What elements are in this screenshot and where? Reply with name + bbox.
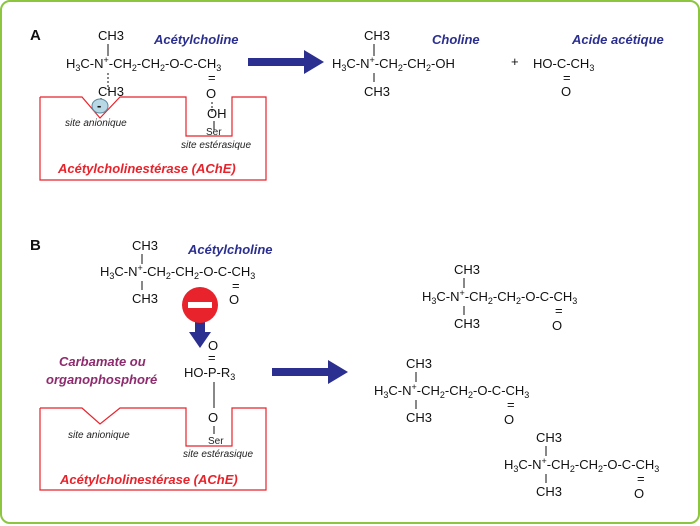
panel-label-b: B: [30, 237, 41, 254]
acide-acetique-title: Acide acétique: [571, 32, 664, 47]
inhibit-arrow-shaft: [195, 314, 205, 334]
choline-ch3-bottom: CH3: [364, 84, 390, 99]
ache-enzyme-outline-b: [39, 407, 267, 491]
ach-b-ch3-bottom: CH3: [132, 291, 158, 306]
anionic-site-charge: [91, 98, 109, 114]
ach-a-carbonyl-bond: =: [208, 70, 216, 85]
ach-b-formula: H3C-N+-CH2-CH2-O-C-CH3: [100, 263, 255, 281]
ach-b-ch3-top: CH3: [132, 238, 158, 253]
ach-a-ch3-bottom: CH3: [98, 84, 124, 99]
inhibit-arrow-head: [189, 332, 211, 348]
accum-2-carbonyl-bond: =: [507, 397, 515, 412]
accum-3-carbonyl-o: O: [634, 486, 644, 501]
accum-2-ch3-top: CH3: [406, 356, 432, 371]
ache-label-b: Acétylcholinestérase (AChE): [59, 472, 238, 487]
accum-2-carbonyl-o: O: [504, 412, 514, 427]
ser-o-b: O: [208, 410, 218, 425]
accum-1-ch3-top: CH3: [454, 262, 480, 277]
phosphoryl-double-bond: =: [208, 350, 216, 365]
reaction-arrow-a: [248, 50, 324, 74]
accum-1-carbonyl-bond: =: [555, 303, 563, 318]
accum-1-ch3-bottom: CH3: [454, 316, 480, 331]
accum-1-carbonyl-o: O: [552, 318, 562, 333]
ach-b-carbonyl-bond: =: [232, 278, 240, 293]
phosphoryl-formula: HO-P-R3: [184, 365, 235, 382]
ach-a-title: Acétylcholine: [153, 32, 239, 47]
accum-1-formula: H3C-N+-CH2-CH2-O-C-CH3: [422, 288, 577, 306]
ach-a-ch3-top: CH3: [98, 28, 124, 43]
ach-b-carbonyl-o: O: [229, 292, 239, 307]
ach-a-carbonyl-o: O: [206, 86, 216, 101]
site-esterasique-a: site estérasique: [181, 140, 251, 151]
accum-3-ch3-bottom: CH3: [536, 484, 562, 499]
ser-label-b: Ser: [208, 436, 224, 447]
accum-3-ch3-top: CH3: [536, 430, 562, 445]
acetic-carbonyl-o: O: [561, 84, 571, 99]
plus-sign: +: [511, 54, 519, 69]
anionic-charge-sign: -: [97, 98, 101, 113]
panel-label-a: A: [30, 27, 41, 44]
accum-3-carbonyl-bond: =: [637, 471, 645, 486]
ach-b-title: Acétylcholine: [187, 242, 273, 257]
phosphoryl-o: O: [208, 338, 218, 353]
ache-enzyme-outline-a: [39, 96, 267, 181]
ache-label-a: Acétylcholinestérase (AChE): [57, 161, 236, 176]
choline-title: Choline: [432, 32, 480, 47]
site-anionique-a: site anionique: [65, 118, 127, 129]
inhibitor-label-line2: organophosphoré: [46, 372, 157, 387]
ser-oh-a: OH: [207, 106, 227, 121]
ach-a-nitrogen-group: H3C-N+-CH2-CH2-O-C-CH3: [66, 55, 221, 73]
inhibitor-label-line1: Carbamate ou: [59, 354, 146, 369]
acetic-carbonyl-bond: =: [563, 70, 571, 85]
site-anionique-b: site anionique: [68, 430, 130, 441]
ser-label-a: Ser: [206, 127, 222, 138]
acetic-formula: HO-C-CH3: [533, 56, 594, 73]
no-entry-bar: [188, 302, 212, 308]
site-esterasique-b: site estérasique: [183, 449, 253, 460]
choline-ch3-top: CH3: [364, 28, 390, 43]
choline-formula: H3C-N+-CH2-CH2-OH: [332, 55, 455, 73]
reaction-arrow-b: [272, 360, 348, 384]
accum-2-ch3-bottom: CH3: [406, 410, 432, 425]
